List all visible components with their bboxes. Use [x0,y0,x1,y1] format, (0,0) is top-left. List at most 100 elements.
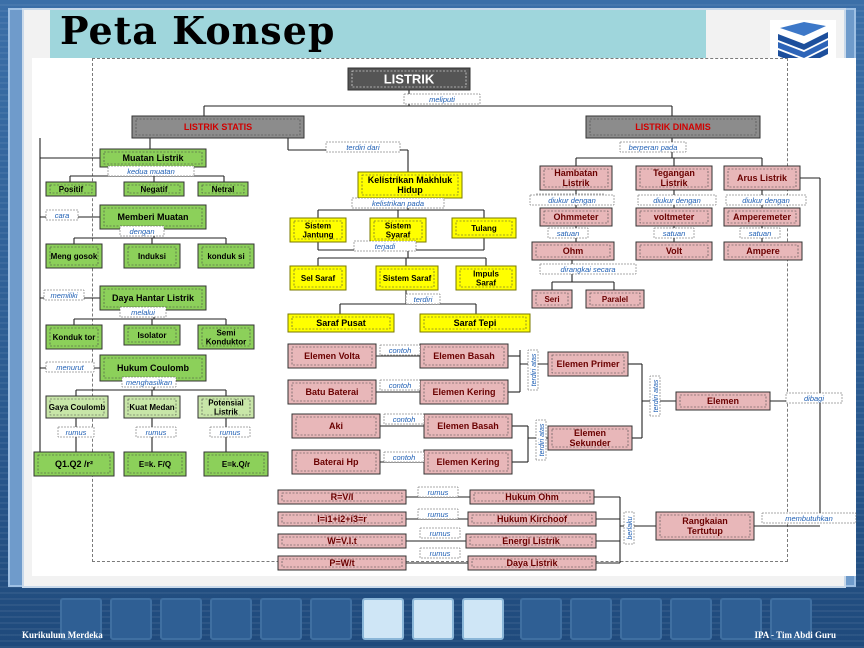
node-box [131,115,305,139]
node-label: Konduktor [206,337,246,346]
link-label-diukur2: diukur dengan [637,194,717,206]
node-label: Kelistrikan Makhluk [368,175,454,185]
nav-tile[interactable] [462,598,504,640]
node-box [45,243,103,269]
node-inner-border [103,151,203,165]
nav-tile[interactable] [412,598,454,640]
node-box [539,207,613,227]
node-coulomb: Hukum Coulomb [99,354,207,382]
nav-tile[interactable] [362,598,404,640]
node-label: Listrik [214,407,239,416]
node-box [291,413,381,439]
node-basah2: Elemen Basah [423,413,513,439]
node-inner-border [589,292,641,306]
node-label: konduk si [207,252,244,261]
link-label-text: dengan [129,227,154,236]
link-label-box [379,344,421,356]
link-label-text: contoh [393,453,416,462]
link-label-box [383,413,425,425]
node-box [419,313,531,333]
node-f1: Q1.Q2 /r² [33,451,115,477]
link-label-text: menghasilkan [126,378,172,387]
node-inner-border [455,220,513,236]
link-label-melalui: melalui [119,306,167,318]
node-label: Negatif [140,185,167,194]
node-inner-border [639,168,709,188]
node-label: Rangkaian [682,516,728,526]
node-box [635,207,713,227]
link-label-text: terdiri dari [346,143,380,152]
node-inner-border [469,536,593,546]
node-box [635,241,713,261]
node-netral: Netral [197,181,249,197]
node-primer: Elemen Primer [547,351,629,377]
node-w_eq: W=V.I.t [277,533,407,549]
node-box [45,324,103,350]
link-label-memiliki: memiliki [43,289,85,301]
link-label-diukur1: diukur dengan [529,194,615,206]
node-box [123,243,181,269]
node-label: Sekunder [569,438,611,448]
node-root: LISTRIK [347,67,471,91]
node-label: Ohm [563,246,584,256]
node-inner-border [543,168,609,188]
node-inner-border [127,454,183,474]
node-label: Hambatan [554,168,598,178]
node-positif: Positif [45,181,97,197]
node-isolator: Isolator [123,324,181,346]
node-paralel: Paralel [585,289,645,309]
node-amperemeter: Amperemeter [723,207,801,227]
node-box [203,451,269,477]
node-f2: E=k. F/Q [123,451,187,477]
node-inner-border [295,416,377,436]
node-box [547,351,629,377]
node-box [99,354,207,382]
node-label: Hukum Kirchoof [497,514,568,524]
link-label-text: rumus [220,428,241,437]
node-ohmmeter: Ohmmeter [539,207,613,227]
node-label: Elemen [707,396,739,406]
link-label-text: melalui [131,308,155,317]
link-label-box [45,209,79,221]
node-voltmeter: voltmeter [635,207,713,227]
node-label: P=W/t [329,558,354,568]
link-label-terdiri: terdiri dari [325,141,401,153]
node-inner-border [543,210,609,224]
node-box [585,115,761,139]
node-label: Elemen Basah [437,421,499,431]
node-i_eq: I=i1+i2+i3=r [277,511,407,527]
node-gaya: Gaya Coulomb [45,395,109,419]
link-label-box [785,392,843,404]
node-box [277,511,407,527]
node-box [369,217,427,243]
node-box [287,343,377,369]
link-label-text: meliputi [429,95,455,104]
node-label: Muatan Listrik [122,153,184,163]
link-label-terjadi: terjadi [353,240,417,252]
node-label: Elemen Kering [432,387,495,397]
node-inner-border [127,246,177,266]
node-label: Tertutup [687,526,723,536]
node-inner-border [201,327,251,347]
node-box [723,241,803,261]
node-aki: Aki [291,413,381,439]
node-box [289,265,347,291]
link-label-rumusb: rumus [417,508,459,520]
node-label: Daya Hantar Listrik [112,293,195,303]
node-inner-border [281,514,403,524]
node-label: Netral [212,185,235,194]
node-label: Elemen Volta [304,351,361,361]
node-inner-border [427,452,509,472]
node-label: Batu Baterai [305,387,358,397]
node-inner-border [379,268,435,288]
node-inner-border [427,416,509,436]
node-box [291,449,381,475]
node-box [287,379,377,405]
node-label: R=V/I [331,492,354,502]
link-label-box [45,361,95,373]
footer-tile [520,598,562,640]
